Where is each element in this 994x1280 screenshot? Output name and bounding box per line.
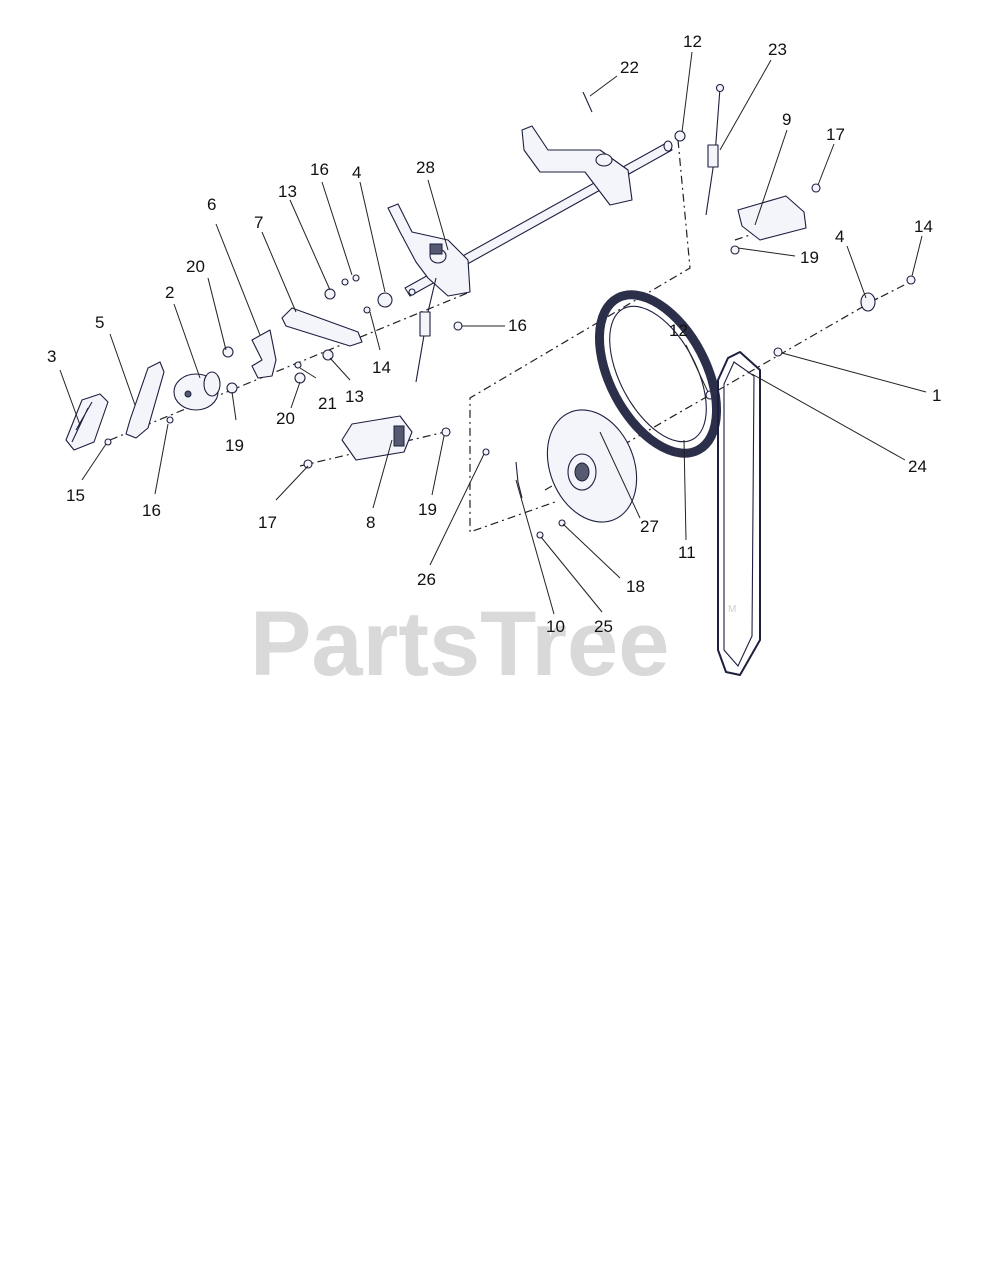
hub-2 [173,371,221,411]
center-lines [109,139,911,533]
callout-label: 13 [278,182,297,201]
hardware [104,130,916,539]
callout-label: 16 [508,316,527,335]
watermark-brand: PartsTree [250,593,669,695]
callout-label: 16 [310,160,329,179]
callout-label: 23 [768,40,787,59]
lever-7 [281,307,363,347]
handle-5 [125,361,165,439]
callout-label: 9 [782,110,791,129]
callout-label: 19 [225,436,244,455]
callout-label: 26 [417,570,436,589]
pulley-27 [546,409,638,523]
bracket-28 [387,203,471,297]
callout-label: 10 [546,617,565,636]
callout-label: 7 [254,213,263,232]
callout-label: 8 [366,513,375,532]
callout-label: 17 [826,125,845,144]
lever-6 [251,329,277,379]
callout-label: 6 [207,195,216,214]
callout-label: 12 [683,32,702,51]
leader-lines [59,51,927,615]
callout-label: 19 [418,500,437,519]
callout-label: 20 [276,409,295,428]
callout-label: 4 [835,227,844,246]
upper-right-bracket [521,125,633,206]
callout-label: 2 [165,283,174,302]
callout-label: 25 [594,617,613,636]
callout-label: 16 [142,501,161,520]
callout-label: 24 [908,457,927,476]
callout-label: 19 [800,248,819,267]
callout-label: 17 [258,513,277,532]
callout-label: 20 [186,257,205,276]
belt-24 [717,351,761,676]
callout-label: 4 [352,163,361,182]
lower-cable [415,277,437,383]
callout-label: 13 [345,387,364,406]
cable-23 [705,83,725,216]
callout-label: 11 [678,543,696,562]
callout-label: 15 [66,486,85,505]
callout-label: 18 [626,577,645,596]
grip-3 [65,393,109,451]
callout-label: 14 [914,217,933,236]
callout-label: 5 [95,313,104,332]
callout-labels: 12 22 23 9 17 19 4 14 1 24 12 11 27 18 2… [47,32,941,636]
callout-label: 22 [620,58,639,77]
housing-8 [341,415,413,461]
watermark-trademark: M [728,604,736,615]
callout-label: 12 [669,321,688,340]
pin-22 [582,91,593,113]
callout-label: 1 [932,386,941,405]
bracket-9 [737,195,807,241]
callout-label: 27 [640,517,659,536]
callout-label: 21 [318,394,337,413]
callout-label: 3 [47,347,56,366]
callout-label: 14 [372,358,391,377]
clip-10 [515,461,523,499]
callout-label: 28 [416,158,435,177]
